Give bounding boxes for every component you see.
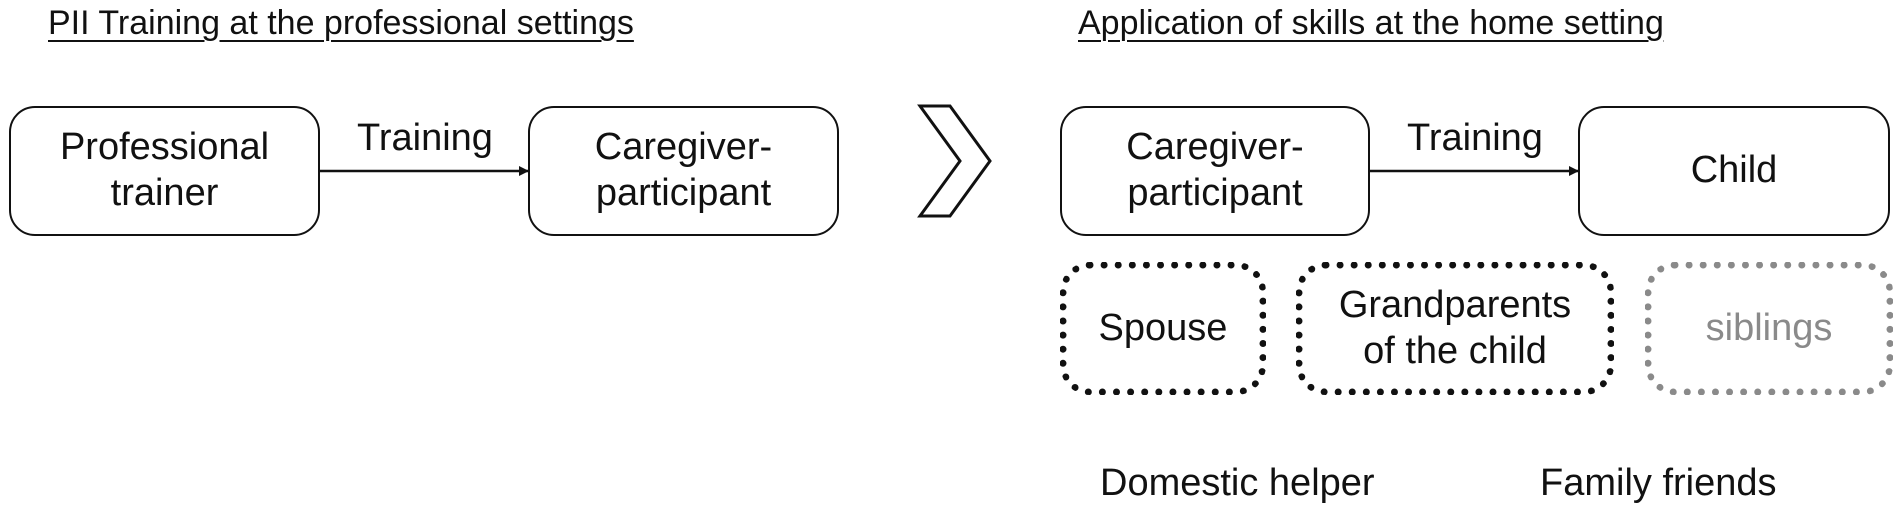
professional-trainer-box: Professional trainer <box>9 106 320 236</box>
heading-home-setting: Application of skills at the home settin… <box>1078 4 1664 42</box>
grandparents-box: Grandparents of the child <box>1296 262 1614 395</box>
chevron-right-icon <box>917 104 992 218</box>
caregiver-participant-box-left: Caregiver- participant <box>528 106 839 236</box>
family-friends-label: Family friends <box>1540 462 1777 504</box>
siblings-box: siblings <box>1645 262 1893 395</box>
domestic-helper-label: Domestic helper <box>1100 462 1375 504</box>
training-label-left: Training <box>357 117 493 159</box>
heading-professional-settings: PII Training at the professional setting… <box>48 4 634 42</box>
child-box: Child <box>1578 106 1890 236</box>
caregiver-participant-box-right: Caregiver- participant <box>1060 106 1370 236</box>
spouse-box: Spouse <box>1060 262 1266 395</box>
training-label-right: Training <box>1407 117 1543 159</box>
